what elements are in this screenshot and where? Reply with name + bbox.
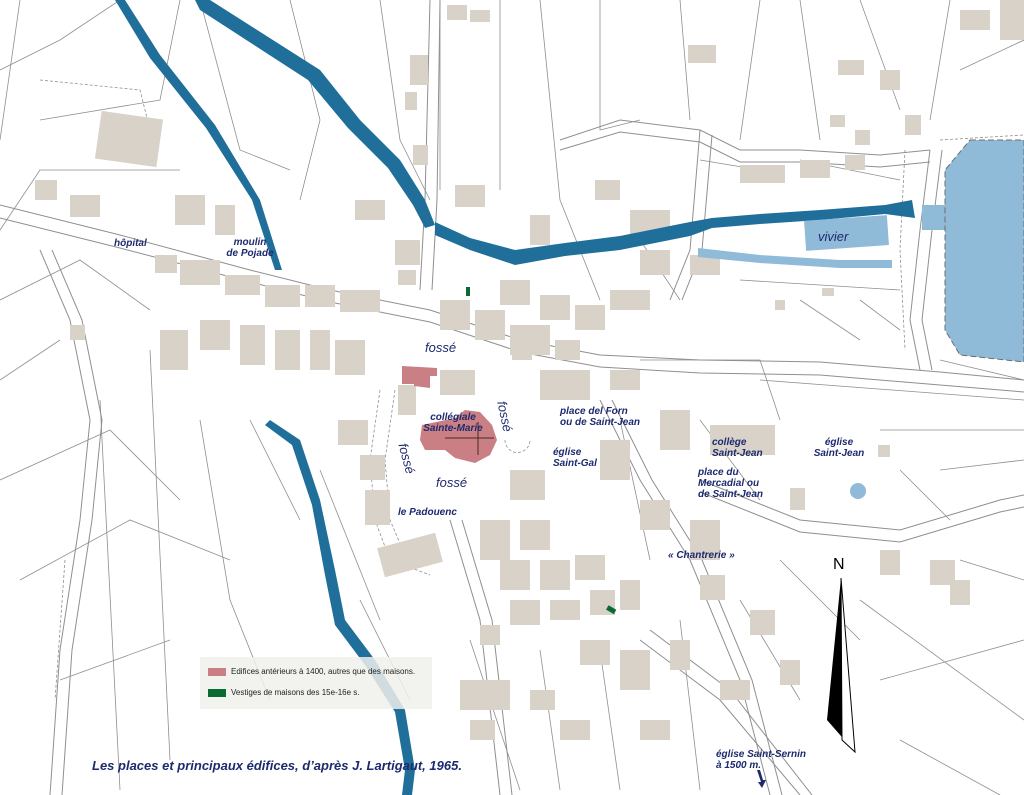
church-cross (445, 422, 494, 455)
label-fosse-north: fossé (425, 340, 457, 355)
label-moulin: moulin de Pojade (220, 237, 280, 259)
label-chantrerie: « Chantrerie » (668, 550, 735, 561)
large-pond (944, 139, 1024, 363)
legend-text-edifices: Edifices antérieurs à 1400, autres que d… (231, 667, 416, 676)
label-collegiale-line2: Sainte-Marie (423, 423, 483, 434)
label-college-line1: collège (712, 437, 747, 448)
label-vivier: vivier (818, 229, 849, 244)
label-eglise-saint-gal-line1: église (553, 447, 582, 458)
north-label: N (833, 556, 845, 573)
legend-swatch-pink (208, 667, 226, 676)
legend-row-edifices: Edifices antérieurs à 1400, autres que d… (208, 667, 415, 676)
legend-row-maisons: Vestiges de maisons des 15e-16e s. (208, 688, 360, 697)
label-eglise-saint-sernin-line1: église Saint-Sernin (716, 749, 807, 760)
label-eglise-saint-jean: église Saint-Jean (808, 437, 870, 459)
label-collegiale: collégiale Sainte-Marie (422, 412, 484, 434)
label-eglise-saint-jean-line2: Saint-Jean (813, 448, 865, 459)
label-moulin-line2: de Pojade (226, 248, 274, 259)
label-place-forn-line1: place del Forn (560, 406, 628, 417)
label-place-forn: place del Forn ou de Saint-Jean (560, 406, 640, 428)
map-caption: Les places et principaux édifices, d’apr… (92, 758, 462, 773)
label-eglise-saint-gal: église Saint-Gal (553, 447, 597, 469)
label-padouenc: le Padouenc (398, 507, 457, 518)
house-remains (466, 287, 617, 615)
label-eglise-saint-gal-line2: Saint-Gal (553, 458, 597, 469)
label-college: collège Saint-Jean (712, 437, 763, 459)
label-eglise-saint-sernin: église Saint-Sernin à 1500 m. (716, 749, 806, 771)
label-place-forn-line2: ou de Saint-Jean (560, 417, 641, 428)
buildings (35, 0, 1024, 740)
label-eglise-saint-jean-line1: église (824, 437, 854, 448)
label-place-mercadial-line1: place du (698, 467, 739, 478)
vivier-pond (804, 215, 889, 251)
label-eglise-saint-sernin-line2: à 1500 m. (716, 760, 762, 771)
label-place-mercadial-line3: de Saint-Jean (698, 489, 764, 500)
label-fosse-south: fossé (436, 475, 468, 490)
rivers (115, 0, 915, 795)
label-place-mercadial: place du Mercadial ou de Saint-Jean (698, 467, 763, 500)
map-legend: Edifices antérieurs à 1400, autres que d… (200, 657, 432, 709)
label-college-line2: Saint-Jean (712, 448, 763, 459)
basin (850, 483, 866, 499)
legend-text-maisons: Vestiges de maisons des 15e-16e s. (231, 688, 360, 697)
label-collegiale-line1: collégiale (430, 412, 476, 423)
label-moulin-line1: moulin (233, 237, 267, 248)
label-hopital: hôpital (114, 238, 147, 249)
legend-swatch-green (208, 688, 226, 697)
sernin-arrow (757, 770, 766, 788)
label-place-mercadial-line2: Mercadial ou (698, 478, 760, 489)
north-arrow (827, 577, 856, 754)
